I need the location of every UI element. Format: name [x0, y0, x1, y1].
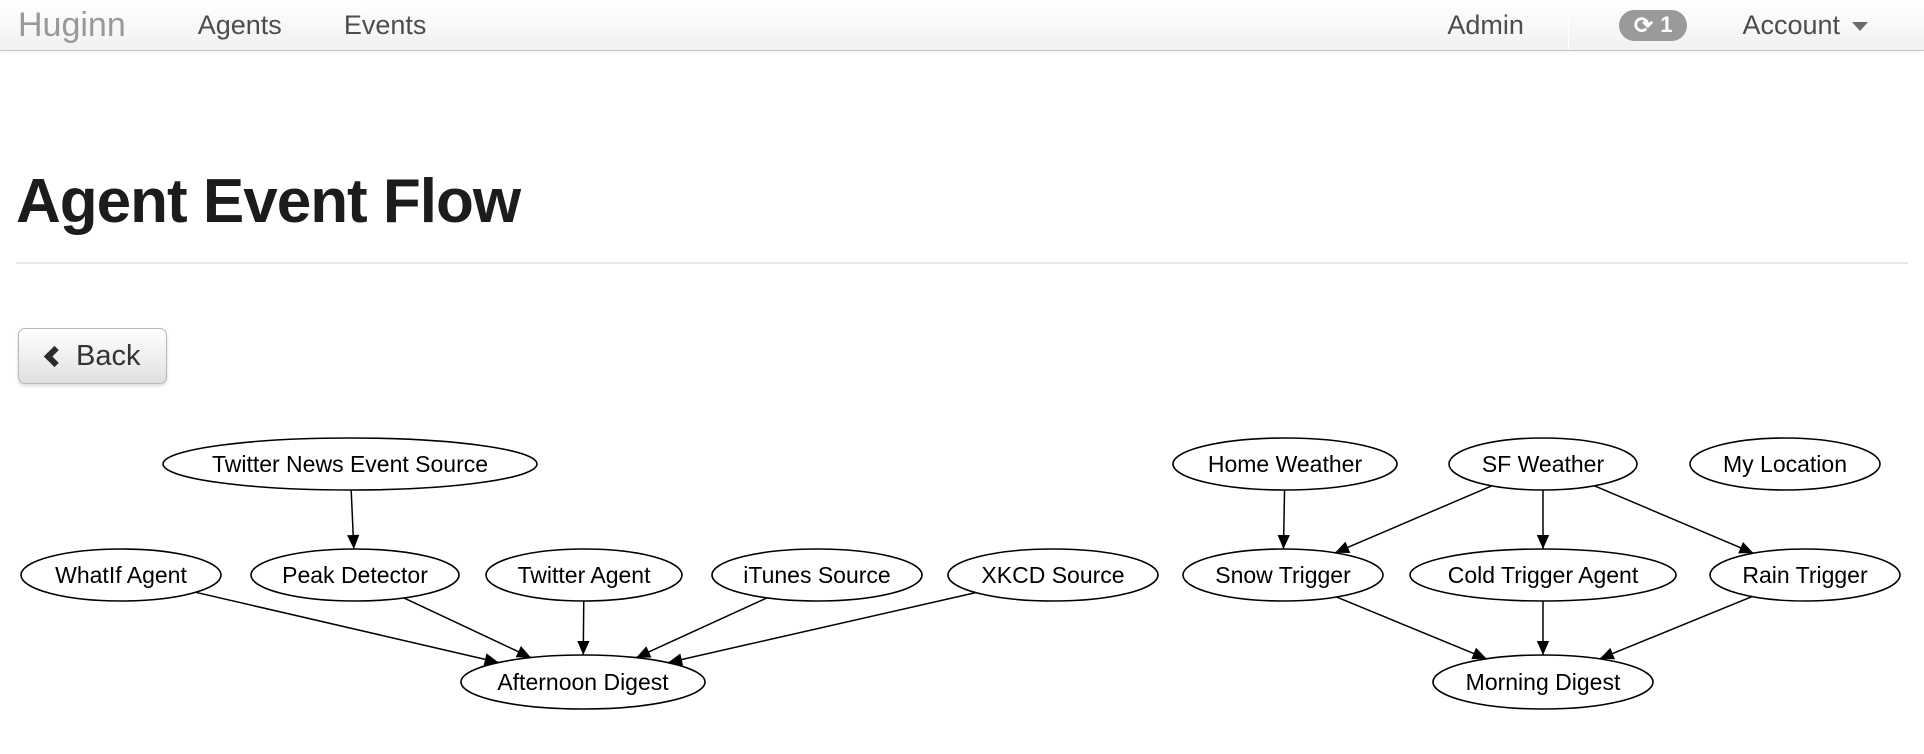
nav-item-agents[interactable]: Agents — [197, 10, 282, 40]
nav-item-admin[interactable]: Admin — [1447, 10, 1524, 40]
back-button[interactable]: Back — [18, 328, 168, 385]
graph-node-itunes: iTunes Source — [711, 548, 923, 602]
svg-text:Afternoon Digest: Afternoon Digest — [497, 669, 669, 695]
svg-text:Morning Digest: Morning Digest — [1466, 669, 1621, 695]
navbar-divider — [1567, 0, 1569, 50]
nav-item-events[interactable]: Events — [343, 10, 427, 40]
graph-node-snow: Snow Trigger — [1182, 548, 1384, 602]
graph-node-sf_weather: SF Weather — [1448, 437, 1638, 491]
navbar-right: Admin ⟳ 1 Account — [1447, 0, 1924, 50]
graph-edge-peak-to-afternoon — [403, 597, 532, 659]
svg-text:WhatIf Agent: WhatIf Agent — [55, 562, 187, 588]
title-divider — [16, 262, 1908, 265]
svg-text:SF Weather: SF Weather — [1482, 451, 1605, 477]
graph-edge-rain-to-morning — [1599, 595, 1753, 660]
graph-node-home_weather: Home Weather — [1172, 437, 1398, 491]
jobs-count: 1 — [1660, 12, 1673, 37]
back-button-label: Back — [76, 339, 141, 372]
navbar: Huginn Agents Events Admin ⟳ 1 Account — [0, 0, 1924, 51]
graph-edge-sf_weather-to-rain — [1594, 485, 1754, 554]
account-dropdown[interactable]: Account — [1742, 0, 1868, 50]
graph-node-morning: Morning Digest — [1432, 654, 1654, 710]
graph-node-rain: Rain Trigger — [1709, 548, 1901, 602]
svg-text:Rain Trigger: Rain Trigger — [1742, 562, 1868, 588]
svg-text:My Location: My Location — [1723, 451, 1847, 477]
graph-edge-snow-to-morning — [1336, 596, 1487, 660]
svg-text:Snow Trigger: Snow Trigger — [1215, 562, 1351, 588]
graph-node-my_location: My Location — [1689, 437, 1881, 491]
graph-edge-itunes-to-afternoon — [635, 597, 768, 659]
graph-edge-xkcd-to-afternoon — [667, 591, 976, 666]
graph-node-whatif: WhatIf Agent — [20, 548, 222, 602]
svg-text:Twitter Agent: Twitter Agent — [518, 562, 652, 588]
brand-huginn[interactable]: Huginn — [18, 6, 126, 44]
svg-text:iTunes Source: iTunes Source — [743, 562, 890, 588]
graph-edge-home_weather-to-snow — [1277, 490, 1290, 550]
graph-edge-twitter_agent-to-afternoon — [577, 601, 590, 656]
account-label: Account — [1742, 10, 1840, 40]
jobs-count-badge[interactable]: ⟳ 1 — [1618, 9, 1688, 41]
chevron-left-icon — [43, 345, 66, 367]
graph-edge-whatif-to-afternoon — [195, 591, 499, 666]
graph-node-xkcd: XKCD Source — [947, 548, 1159, 602]
graph-node-peak: Peak Detector — [250, 548, 460, 602]
svg-text:Peak Detector: Peak Detector — [282, 562, 428, 588]
svg-text:Cold Trigger Agent: Cold Trigger Agent — [1448, 562, 1639, 588]
graph-node-cold: Cold Trigger Agent — [1409, 548, 1677, 602]
graph-node-twitter_agent: Twitter Agent — [485, 548, 683, 602]
svg-text:XKCD Source: XKCD Source — [981, 562, 1124, 588]
graph-edge-twitter_news-to-peak — [347, 490, 360, 550]
chevron-down-icon — [1852, 22, 1868, 31]
graph-node-afternoon: Afternoon Digest — [460, 654, 706, 710]
graph-edge-sf_weather-to-snow — [1334, 485, 1493, 554]
diagram-edges — [195, 485, 1754, 666]
refresh-icon: ⟳ — [1633, 11, 1654, 38]
graph-node-twitter_news: Twitter News Event Source — [162, 437, 538, 491]
svg-text:Twitter News Event Source: Twitter News Event Source — [212, 451, 488, 477]
svg-text:Home Weather: Home Weather — [1208, 451, 1363, 477]
page-title: Agent Event Flow — [16, 167, 521, 236]
